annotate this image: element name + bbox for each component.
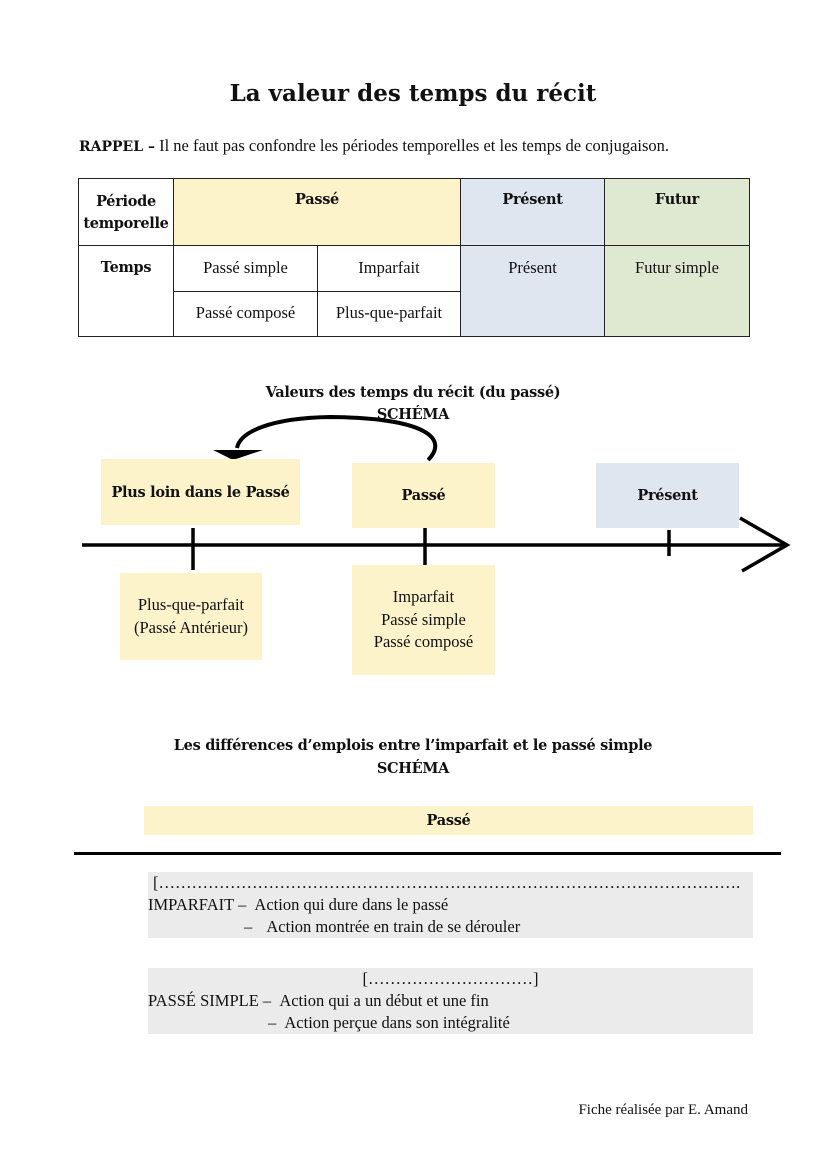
imparfait-dots: […………………………………………………………………………………………….	[153, 873, 741, 892]
schema2-subheading: SCHÉMA	[376, 760, 450, 777]
header-periode: Période temporelle	[78, 178, 174, 246]
timeline-arrowhead-icon	[739, 516, 791, 573]
passe-simple-block: […………………………] PASSÉ SIMPLE – Action qui a…	[148, 968, 753, 1034]
header-present: Présent	[460, 178, 605, 246]
imparfait-line2: Action montrée en train de se dérouler	[266, 917, 521, 936]
imparfait-block: [……………………………………………………………………………………………. IM…	[148, 872, 753, 938]
divider-line	[74, 852, 781, 855]
rappel-paragraph: RAPPEL – Il ne faut pas confondre les pé…	[79, 135, 748, 158]
schema1-subheading: SCHÉMA	[376, 406, 450, 423]
cell-futur-simple: Futur simple	[604, 245, 750, 337]
schema1-heading: Valeurs des temps du récit (du passé)	[265, 384, 561, 401]
header-temps: Temps	[78, 245, 174, 337]
tense-passe-compose: Passé composé	[373, 632, 474, 652]
cell-imparfait: Imparfait	[317, 245, 461, 292]
passe-simple-bracket: […………………………]	[362, 969, 539, 988]
tense-imparfait: Imparfait	[392, 587, 455, 607]
imparfait-line1: Action qui dure dans le passé	[254, 895, 449, 914]
cell-passe-simple: Passé simple	[173, 245, 318, 292]
box-passe: Passé	[352, 463, 495, 528]
tense-plus-que-parfait: Plus-que-parfait	[137, 595, 245, 614]
header-passe: Passé	[173, 178, 461, 246]
box-plus-loin: Plus loin dans le Passé	[101, 459, 300, 525]
schema2-heading: Les différences d’emplois entre l’imparf…	[173, 737, 653, 754]
passe-simple-line1: Action qui a un début et une fin	[279, 991, 489, 1010]
arrowhead-icon	[213, 450, 263, 460]
rappel-label: RAPPEL –	[79, 139, 155, 155]
footer-credit: Fiche réalisée par E. Amand	[578, 1102, 748, 1118]
tenses-table: Période temporelle Passé Présent Futur T…	[78, 178, 750, 337]
box-tenses-passe: Imparfait Passé simple Passé composé	[352, 565, 495, 675]
cell-passe-compose: Passé composé	[173, 291, 318, 337]
passe-simple-label: PASSÉ SIMPLE –	[148, 991, 272, 1010]
cell-present: Présent	[460, 245, 605, 337]
imparfait-dash: –	[244, 917, 253, 936]
passe-simple-dash: –	[268, 1013, 277, 1032]
cell-plus-que-parfait: Plus-que-parfait	[317, 291, 461, 337]
tense-passe-simple: Passé simple	[381, 609, 466, 629]
imparfait-label: IMPARFAIT –	[148, 895, 247, 914]
box-present: Présent	[596, 463, 739, 528]
box-tenses-plus-loin: Plus-que-parfait (Passé Antérieur)	[120, 573, 262, 660]
rappel-text: Il ne faut pas confondre les périodes te…	[159, 136, 670, 155]
band-passe: Passé	[144, 806, 753, 835]
curved-arrow-icon	[235, 414, 438, 462]
header-futur: Futur	[604, 178, 750, 246]
page-title: La valeur des temps du récit	[229, 80, 597, 107]
passe-simple-line2: Action perçue dans son intégralité	[284, 1013, 510, 1032]
tense-passe-anterieur: (Passé Antérieur)	[133, 617, 249, 637]
